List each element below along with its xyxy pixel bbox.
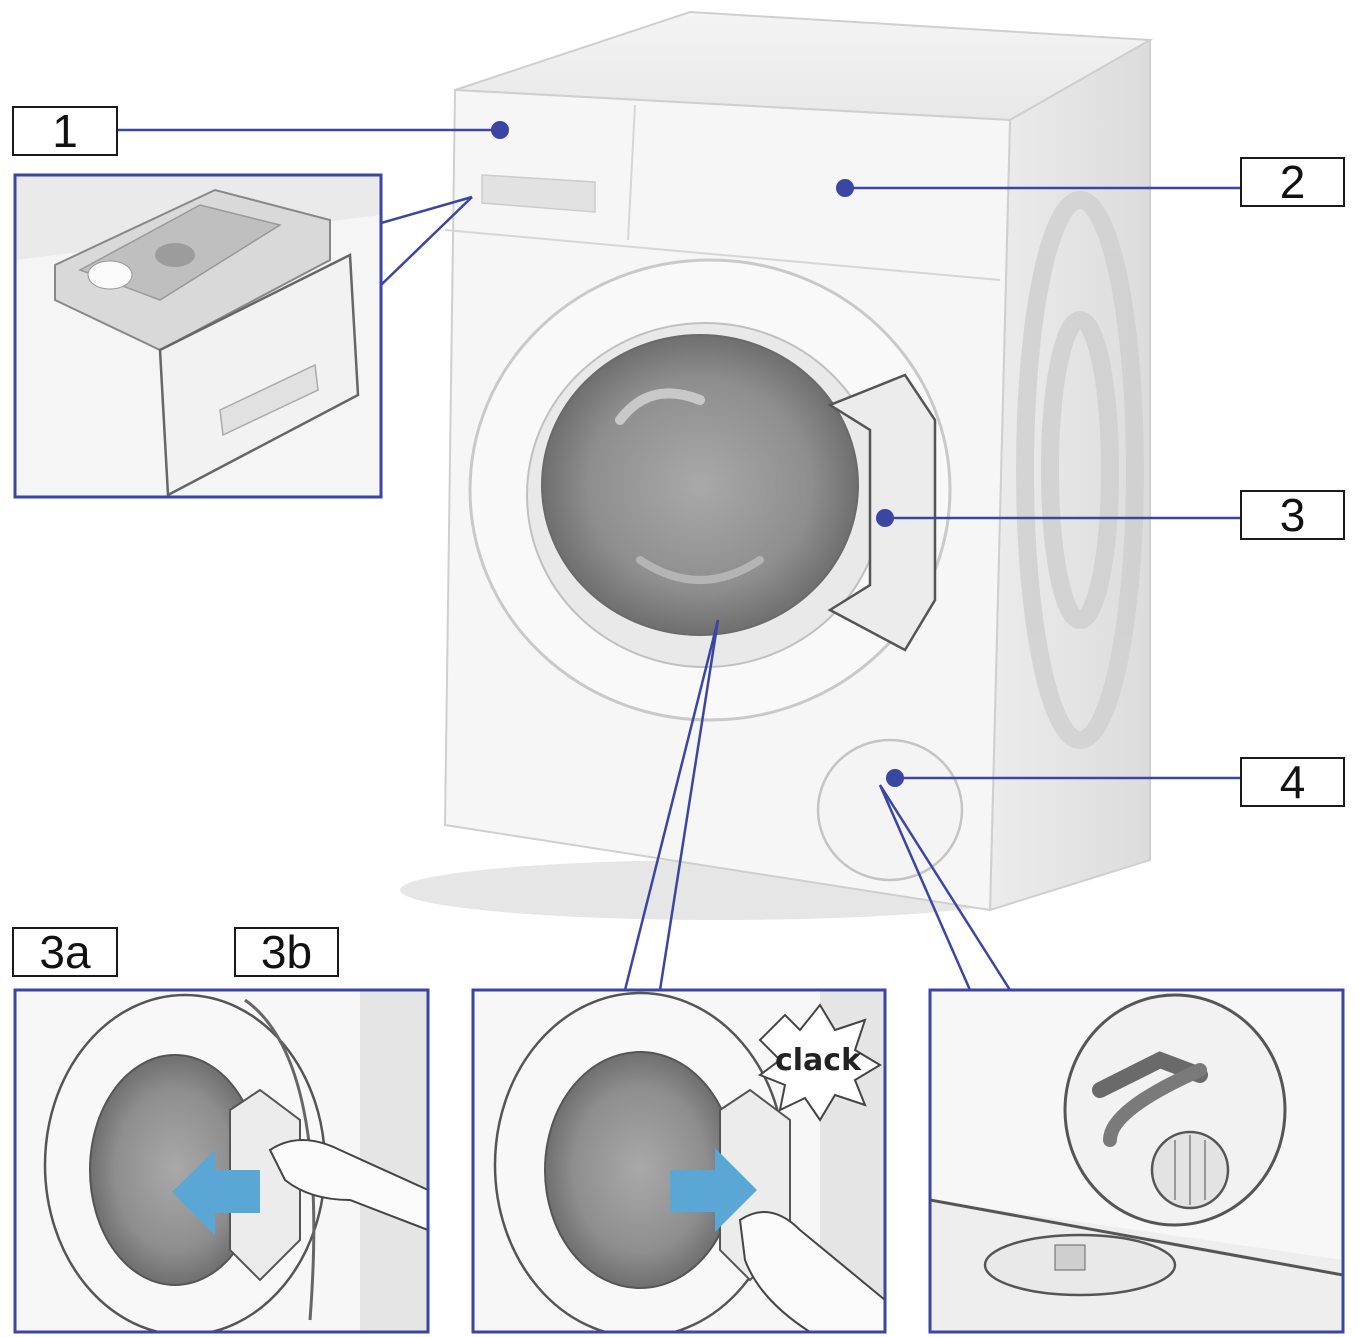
clack-burst: [757, 1003, 882, 1122]
label-1: 1: [12, 106, 118, 156]
machine-door: [468, 258, 952, 722]
hand-icon: [738, 1211, 885, 1332]
label-3-text: 3: [1279, 489, 1306, 541]
label-1-text: 1: [52, 105, 78, 157]
leader-dots: [491, 121, 904, 787]
label-3b: 3b: [234, 927, 339, 977]
label-3: 3: [1240, 490, 1345, 540]
inset-detergent-drawer: [13, 173, 383, 499]
label-3a-text: 3a: [39, 926, 91, 978]
label-2: 2: [1240, 157, 1345, 207]
inset-drain-pump: [928, 988, 1345, 1334]
inset-door-close: clack: [471, 988, 887, 1334]
label-4-text: 4: [1279, 756, 1306, 808]
arrow-left-icon: [172, 1150, 260, 1235]
leader-lines: [118, 128, 1240, 991]
clack-text: clack: [775, 1043, 862, 1078]
label-4: 4: [1240, 757, 1345, 807]
hand-icon: [268, 1139, 428, 1232]
arrow-right-icon: [670, 1148, 757, 1232]
washing-machine: [400, 10, 1154, 920]
drawer-front: [158, 253, 360, 497]
inset-door-open: [13, 988, 430, 1334]
drain-hose: [1103, 1063, 1207, 1147]
label-3a: 3a: [12, 927, 118, 977]
label-2-text: 2: [1279, 156, 1306, 208]
detergent-drawer: [481, 174, 596, 213]
label-3b-text: 3b: [260, 926, 313, 978]
